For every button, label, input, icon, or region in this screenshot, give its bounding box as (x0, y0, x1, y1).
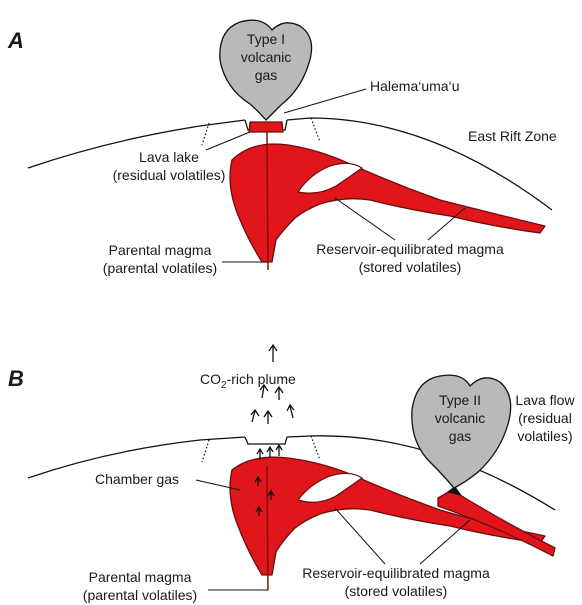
panel-b-flow-label-2: (residual (518, 410, 572, 426)
panel-b-magma-reservoir (230, 457, 545, 575)
plume-arrow-9 (276, 445, 282, 456)
panel-b-crater (245, 437, 287, 444)
plume-arrow-8 (267, 447, 273, 458)
plume-arrow-1 (269, 345, 277, 362)
panel-b-reservoir-label-1: Reservoir-equilibrated magma (302, 565, 490, 581)
panel-a-lake-label-1: Lava lake (139, 149, 199, 165)
panel-a-conduit (267, 130, 268, 270)
plume-arrow-4 (251, 410, 259, 422)
panel-b-flow-label-3: volatiles) (517, 428, 572, 444)
plume-arrow-3 (275, 387, 283, 400)
panel-a-reservoir-label-2: (stored volatiles) (359, 259, 462, 275)
panel-b-gas-label-2: volcanic (435, 410, 486, 426)
panel-a-caldera-wall-right (311, 118, 320, 142)
panel-a-rift-label: East Rift Zone (468, 128, 557, 144)
panel-a-lava-lake (249, 122, 283, 132)
panel-b-plume-label: CO2-rich plume (200, 371, 296, 391)
panel-b-caldera-wall-right (311, 436, 320, 460)
panel-b-reservoir-label-2: (stored volatiles) (345, 583, 448, 599)
panel-b-flow-label-1: Lava flow (515, 392, 575, 408)
panel-b-reservoir-leader-2 (420, 520, 470, 564)
panel-a-crater-leader (284, 89, 366, 113)
panel-b: B Type II volcanic gas (8, 345, 575, 603)
panel-a-gas-label-2: volcanic (241, 49, 292, 65)
panel-a-caldera-wall-left (202, 123, 209, 145)
plume-arrow-6 (287, 405, 294, 418)
panel-b-chamber-label: Chamber gas (95, 471, 179, 487)
panel-a-parental-label-2: (parental volatiles) (103, 260, 217, 276)
plume-arrow-5 (264, 411, 272, 424)
panel-b-caldera-wall-left (202, 440, 209, 462)
panel-a-gas-label-3: gas (255, 67, 278, 83)
panel-a-reservoir-label-1: Reservoir-equilibrated magma (316, 241, 504, 257)
panel-a-gas-label-1: Type I (247, 31, 285, 47)
panel-a-lake-leader (206, 132, 250, 150)
panel-b-gas-label-3: gas (449, 428, 472, 444)
panel-a-letter: A (7, 28, 24, 53)
panel-b-parental-label-1: Parental magma (89, 569, 192, 585)
panel-b-letter: B (8, 366, 24, 391)
plume-label-prefix: CO (200, 371, 221, 387)
panel-a-crater-label: Halema‘uma‘u (370, 78, 459, 94)
panel-a-lake-label-2: (residual volatiles) (113, 167, 226, 183)
panel-a: A Type I volcanic gas Halema‘uma‘u East … (7, 20, 557, 276)
panel-b-gas-label-1: Type II (439, 392, 481, 408)
panel-b-conduit (267, 466, 268, 590)
plume-label-suffix: -rich plume (227, 371, 296, 387)
panel-b-parental-label-2: (parental volatiles) (83, 587, 197, 603)
panel-b-reservoir-leader-1 (335, 508, 385, 564)
panel-a-parental-label-1: Parental magma (109, 242, 212, 258)
